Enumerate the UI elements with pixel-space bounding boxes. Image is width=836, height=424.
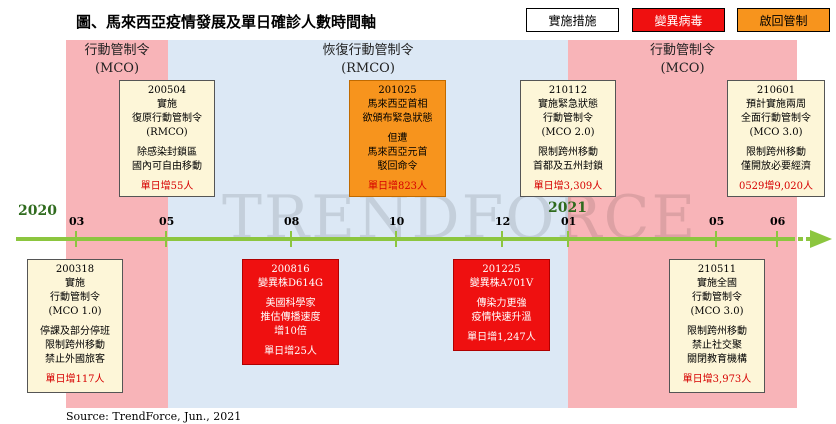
year-label-2020: 2020 bbox=[18, 203, 57, 219]
event-date: 200318 bbox=[55, 264, 95, 275]
band-title-rmco: 恢復行動管制令 (RMCO) bbox=[168, 42, 568, 78]
legend-item-reject: 啟回管制 bbox=[737, 8, 830, 32]
event-line: 變異株D614G bbox=[257, 278, 324, 289]
event-stat: 0529增9,020人 bbox=[738, 181, 814, 192]
event-box-200816: 200816 變異株D614G 美國科學家 推估傳播速度 增10倍 單日增25人 bbox=[242, 259, 339, 365]
tick-label: 05 bbox=[159, 215, 175, 228]
event-line: 但遭 bbox=[387, 133, 408, 144]
event-line: (MCO 1.0) bbox=[48, 306, 102, 317]
event-date: 200816 bbox=[271, 264, 310, 275]
page-title: 圖、馬來西亞疫情發展及單日確診人數時間軸 bbox=[76, 13, 377, 31]
event-line: (MCO 2.0) bbox=[541, 127, 595, 138]
event-line: 限制跨州移動 bbox=[687, 326, 747, 337]
event-line: 疫情快速升溫 bbox=[471, 312, 532, 323]
event-stat: 單日增3,973人 bbox=[682, 374, 752, 385]
event-stat: 單日增3,309人 bbox=[533, 181, 603, 192]
event-line: 禁止社交聚 bbox=[692, 340, 742, 351]
event-box-200504: 200504 實施 復原行動管制令 (RMCO) 除感染封鎖區 國內可自由移動 … bbox=[119, 80, 215, 197]
event-box-210601: 210601 預計實施兩周 全面行動管制令 (MCO 3.0) 限制跨州移動 僅… bbox=[727, 80, 825, 197]
event-line: 傳染力更強 bbox=[476, 298, 527, 309]
event-stat: 單日增823人 bbox=[367, 181, 428, 192]
event-date: 210601 bbox=[756, 85, 796, 96]
event-line: 推估傳播速度 bbox=[260, 312, 321, 323]
timeline-arrowhead bbox=[810, 230, 832, 248]
event-date: 200504 bbox=[147, 85, 187, 96]
event-line: 首都及五州封鎖 bbox=[533, 161, 603, 172]
legend-item-variant: 變異病毒 bbox=[632, 8, 725, 32]
band-title-line: (MCO) bbox=[660, 61, 705, 76]
event-line: 停課及部分停班 bbox=[40, 326, 110, 337]
event-stat: 單日增55人 bbox=[140, 181, 194, 192]
year-label-2021: 2021 bbox=[548, 200, 587, 216]
event-line: 實施 bbox=[65, 278, 85, 289]
event-line: (RMCO) bbox=[146, 127, 188, 138]
event-date: 210511 bbox=[697, 264, 737, 275]
event-line: 復原行動管制令 bbox=[132, 113, 202, 124]
band-title-line: (MCO) bbox=[94, 61, 140, 76]
band-title-line: 行動管制令 bbox=[649, 43, 715, 58]
event-line: 增10倍 bbox=[274, 326, 307, 337]
event-date: 201025 bbox=[378, 85, 417, 96]
timeline-arrow bbox=[16, 230, 832, 248]
band-title-line: 恢復行動管制令 bbox=[322, 43, 414, 58]
event-line: 變異株A701V bbox=[469, 278, 534, 289]
event-stat: 單日增25人 bbox=[264, 346, 317, 357]
tick-label: 05 bbox=[709, 215, 725, 228]
band-title-mco-2020: 行動管制令 (MCO) bbox=[66, 42, 168, 78]
event-line: 實施 bbox=[157, 99, 177, 110]
event-stat: 單日增1,247人 bbox=[467, 332, 536, 343]
event-line: 全面行動管制令 bbox=[741, 113, 811, 124]
event-box-201225: 201225 變異株A701V 傳染力更強 疫情快速升溫 單日增1,247人 bbox=[453, 259, 550, 351]
tick-label: 01 bbox=[561, 215, 577, 228]
event-stat: 單日增117人 bbox=[45, 374, 105, 385]
event-line: 限制跨州移動 bbox=[538, 147, 598, 158]
event-line: 國內可自由移動 bbox=[132, 161, 202, 172]
legend-item-measures: 實施措施 bbox=[526, 8, 619, 32]
event-line: 僅開放必要經濟 bbox=[741, 161, 811, 172]
band-title-line: 行動管制令 bbox=[84, 43, 150, 58]
event-date: 210112 bbox=[548, 85, 588, 96]
event-box-210112: 210112 實施緊急狀態 行動管制令 (MCO 2.0) 限制跨州移動 首都及… bbox=[520, 80, 616, 197]
event-box-200318: 200318 實施 行動管制令 (MCO 1.0) 停課及部分停班 限制跨州移動… bbox=[27, 259, 123, 393]
event-box-210511: 210511 實施全國 行動管制令 (MCO 3.0) 限制跨州移動 禁止社交聚… bbox=[669, 259, 765, 393]
band-title-mco-2021: 行動管制令 (MCO) bbox=[568, 42, 797, 78]
tick-label: 10 bbox=[389, 215, 405, 228]
tick-label: 06 bbox=[770, 215, 786, 228]
event-line: 預計實施兩周 bbox=[746, 99, 806, 110]
event-line: 行動管制令 bbox=[50, 292, 100, 303]
trendforce-watermark: TRENDFORCE bbox=[222, 183, 698, 253]
event-line: 駁回命令 bbox=[377, 161, 418, 172]
band-title-line: (RMCO) bbox=[341, 61, 395, 76]
event-line: 禁止外國旅客 bbox=[45, 354, 105, 365]
source-note: Source: TrendForce, Jun., 2021 bbox=[66, 410, 242, 423]
event-date: 201225 bbox=[482, 264, 521, 275]
event-line: 行動管制令 bbox=[543, 113, 593, 124]
event-line: 限制跨州移動 bbox=[746, 147, 806, 158]
event-line: 實施全國 bbox=[697, 278, 737, 289]
event-line: 馬來西亞元首 bbox=[367, 147, 428, 158]
event-line: 限制跨州移動 bbox=[45, 340, 105, 351]
tick-label: 03 bbox=[69, 215, 85, 228]
event-line: 行動管制令 bbox=[692, 292, 742, 303]
tick-label: 08 bbox=[284, 215, 300, 228]
event-box-201025: 201025 馬來西亞首相 欲頒布緊急狀態 但遭 馬來西亞元首 駁回命令 單日增… bbox=[349, 80, 446, 197]
event-line: 關閉教育機構 bbox=[687, 354, 747, 365]
event-line: 欲頒布緊急狀態 bbox=[362, 113, 433, 124]
event-line: (MCO 3.0) bbox=[749, 127, 803, 138]
event-line: 實施緊急狀態 bbox=[538, 99, 598, 110]
event-line: 美國科學家 bbox=[265, 298, 316, 309]
event-line: (MCO 3.0) bbox=[690, 306, 744, 317]
event-line: 除感染封鎖區 bbox=[137, 147, 197, 158]
event-line: 馬來西亞首相 bbox=[367, 99, 428, 110]
tick-label: 12 bbox=[495, 215, 511, 228]
